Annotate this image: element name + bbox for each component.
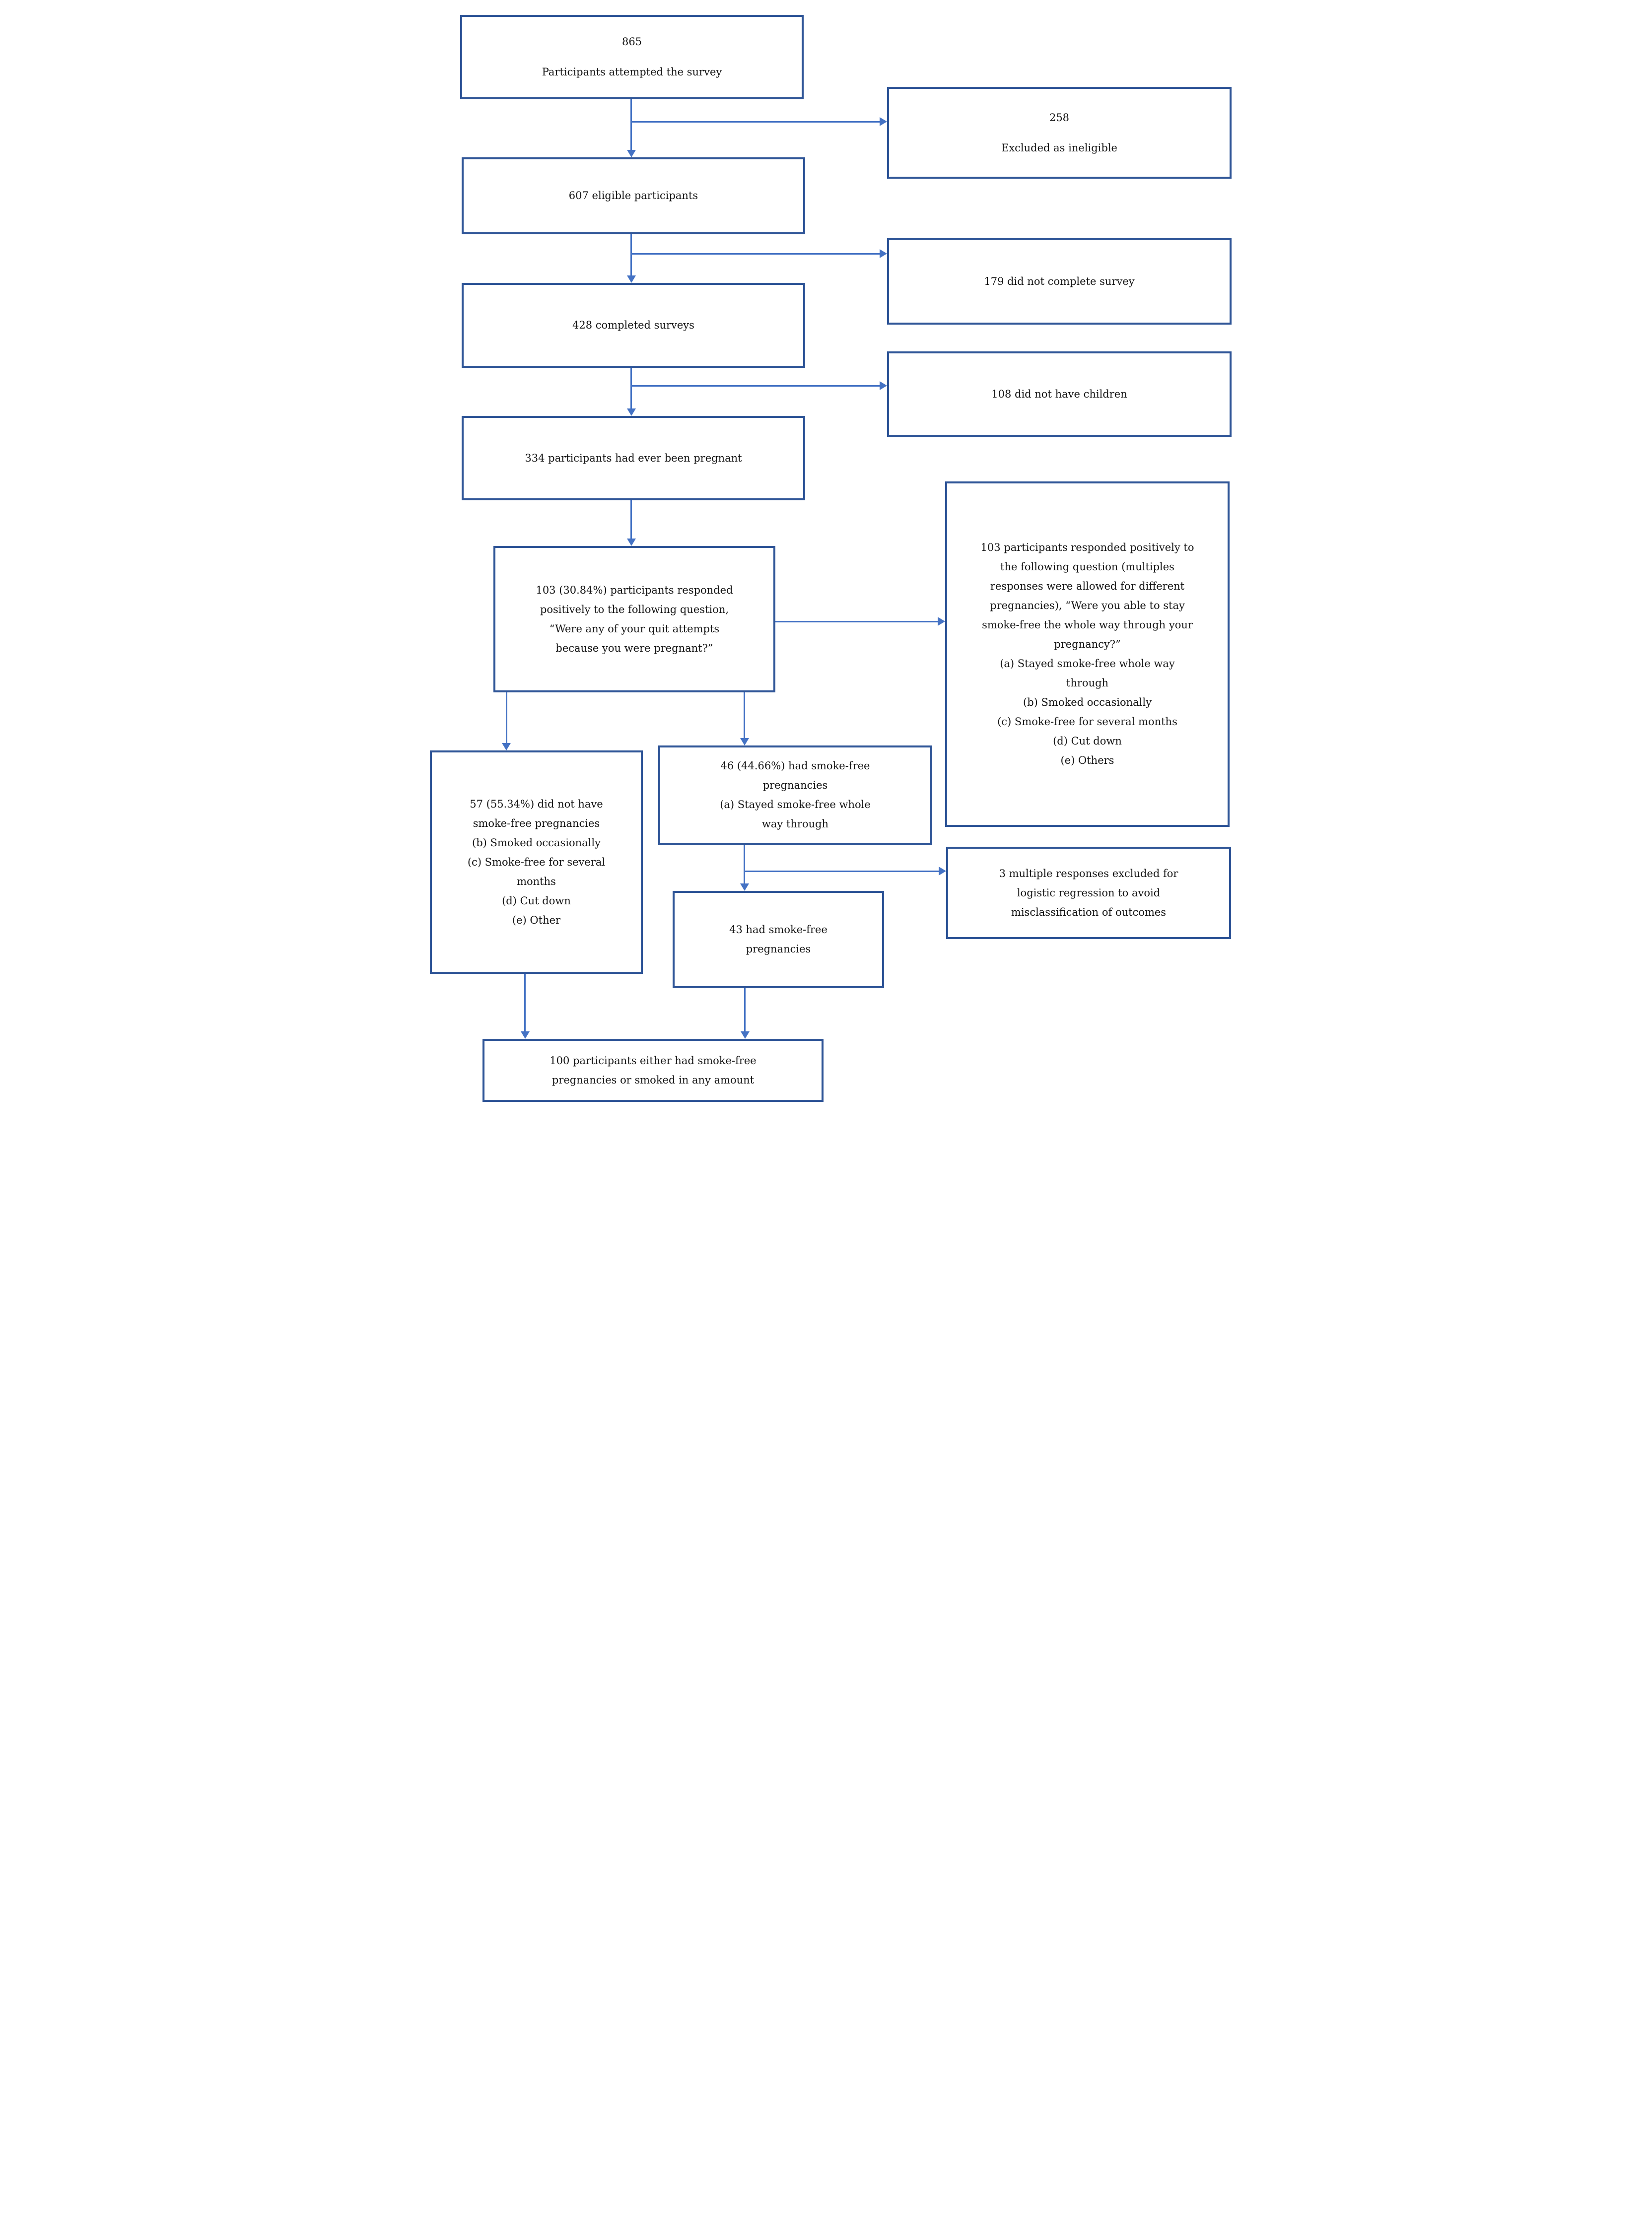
ever-pregnant-text: 334 participants had ever been pregnant [525, 452, 742, 464]
box-did-not-complete: 179 did not complete survey [887, 238, 1232, 325]
flow-line-completed-down [630, 368, 632, 408]
flow-line-pregnant-down [630, 500, 632, 539]
flow-line-to-stay-smokefree [775, 621, 938, 622]
box-no-children: 108 did not have children [887, 351, 1232, 437]
box-not-smokefree-pregnancies: 57 (55.34%) did not have smoke-free preg… [430, 750, 643, 974]
flow-line-eligible-down [630, 234, 632, 275]
box-completed-surveys: 428 completed surveys [462, 283, 805, 368]
flow-line-57-to-final [524, 974, 526, 1031]
option-line: (d) Cut down [1053, 735, 1122, 747]
smokefree-46-intro: 46 (44.66%) had smoke-free pregnancies [720, 760, 870, 791]
flow-line-to-not-smokefree [506, 692, 507, 743]
participant-flow-diagram: 865 Participants attempted the survey 25… [413, 0, 1239, 1115]
box-eligible-participants: 607 eligible participants [462, 157, 805, 234]
flow-line-43-to-final [744, 988, 746, 1031]
option-line: (a) Stayed smoke-free whole way through [720, 799, 871, 830]
arrowhead-into-ever-pregnant [627, 408, 636, 416]
option-line: (d) Cut down [502, 894, 571, 907]
arrowhead-into-not-smokefree [502, 743, 511, 750]
completed-surveys-text: 428 completed surveys [572, 319, 694, 331]
box-ever-pregnant: 334 participants had ever been pregnant [462, 416, 805, 500]
box-final-analysis-100: 100 participants either had smoke-free p… [482, 1039, 824, 1102]
flow-line-attempted-down [630, 99, 632, 150]
no-children-text: 108 did not have children [991, 388, 1127, 400]
did-not-complete-text: 179 did not complete survey [984, 275, 1135, 287]
arrowhead-into-completed [627, 275, 636, 283]
box-smokefree-pregnancies-43: 43 had smoke-free pregnancies [673, 891, 884, 988]
arrowhead-into-quit-attempts [627, 539, 636, 546]
eligible-participants-text: 607 eligible participants [568, 190, 698, 202]
flow-line-to-did-not-complete [631, 253, 880, 255]
smokefree-43-text: 43 had smoke-free pregnancies [729, 924, 827, 955]
flow-line-to-excluded-multiple [745, 871, 939, 872]
arrowhead-into-smokefree-46 [740, 738, 749, 745]
arrowhead-into-no-children [880, 381, 887, 390]
arrowhead-57-into-final [521, 1031, 530, 1039]
final-analysis-text: 100 participants either had smoke-free p… [550, 1054, 757, 1086]
box-participants-attempted: 865 Participants attempted the survey [460, 15, 804, 99]
arrowhead-into-excluded [880, 117, 887, 126]
arrowhead-into-stay-smokefree [938, 617, 945, 626]
participants-attempted-count: 865 [621, 36, 642, 48]
excluded-ineligible-count: 258 [1049, 111, 1070, 124]
option-line: (a) Stayed smoke-free whole way through [1000, 658, 1175, 689]
arrowhead-43-into-final [741, 1031, 750, 1039]
box-smokefree-pregnancies-46: 46 (44.66%) had smoke-free pregnancies (… [658, 745, 932, 845]
option-line: (e) Other [512, 914, 561, 926]
option-line: (b) Smoked occasionally [1023, 696, 1152, 708]
participants-attempted-label: Participants attempted the survey [542, 66, 722, 78]
option-line: (c) Smoke-free for several months [467, 856, 606, 887]
flow-line-46-down [744, 845, 745, 883]
flow-line-to-no-children [631, 385, 880, 387]
not-smokefree-intro: 57 (55.34%) did not have smoke-free preg… [470, 798, 603, 829]
box-quit-attempts-pregnant: 103 (30.84%) participants responded posi… [493, 546, 775, 692]
flow-line-to-excluded [631, 121, 880, 123]
arrowhead-into-eligible [627, 150, 636, 157]
box-stay-smokefree-question: 103 participants responded positively to… [945, 481, 1230, 827]
option-line: (c) Smoke-free for several months [997, 716, 1177, 728]
box-excluded-multiple-responses: 3 multiple responses excluded for logist… [946, 847, 1231, 939]
box-excluded-ineligible: 258 Excluded as ineligible [887, 87, 1232, 179]
excluded-multiple-text: 3 multiple responses excluded for logist… [999, 867, 1178, 918]
arrowhead-into-did-not-complete [880, 249, 887, 258]
stay-smokefree-intro: 103 participants responded positively to… [980, 541, 1194, 650]
arrowhead-into-smokefree-43 [740, 883, 749, 891]
flow-line-to-smokefree-46 [744, 692, 745, 738]
excluded-ineligible-label: Excluded as ineligible [1001, 141, 1117, 154]
arrowhead-into-excluded-multiple [939, 867, 946, 876]
quit-attempts-text: 103 (30.84%) participants responded posi… [536, 584, 733, 654]
option-line: (b) Smoked occasionally [472, 836, 601, 849]
option-line: (e) Others [1060, 754, 1114, 766]
